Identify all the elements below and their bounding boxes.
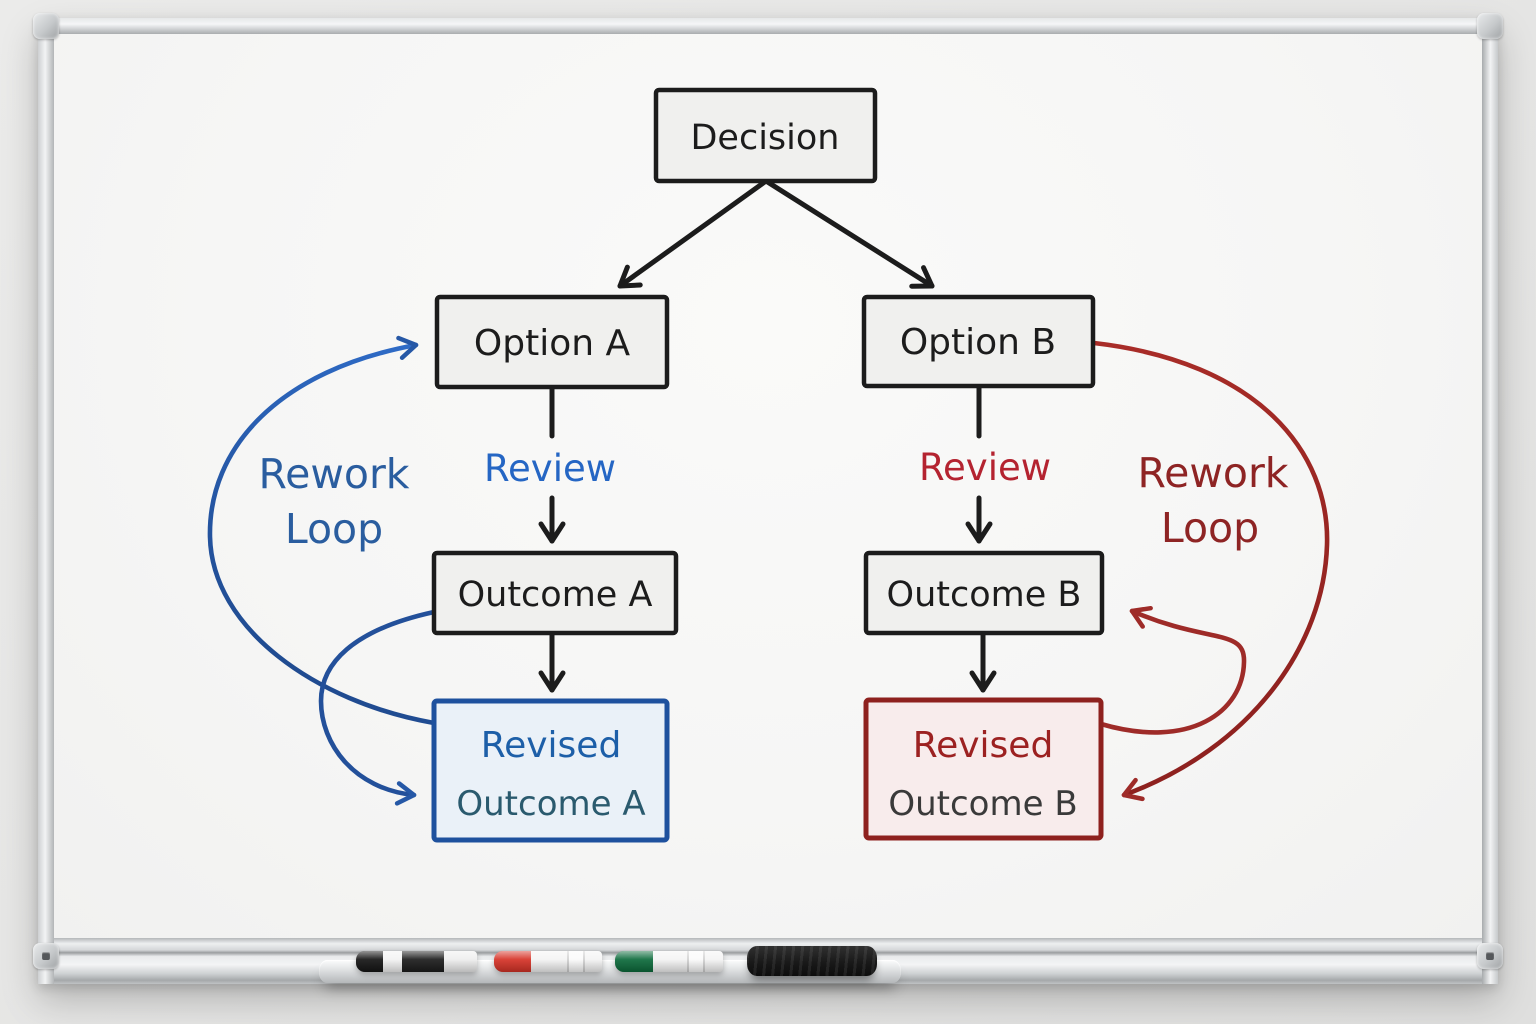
whiteboard [33,13,1503,984]
marker-shading [615,951,723,972]
frame-left [38,18,54,984]
frame-top [38,18,1498,34]
marker-shading [356,951,477,972]
board-eraser [747,946,877,976]
corner-cap-bottom-right [1477,943,1503,969]
frame-right [1482,18,1498,984]
green-marker [615,951,723,972]
corner-cap-bottom-left [33,943,59,969]
screw-icon [1486,952,1494,960]
corner-cap-top-left [33,13,59,39]
screw-icon [42,952,50,960]
red-marker [494,951,602,972]
marker-shading [494,951,602,972]
black-marker [356,951,477,972]
corner-cap-top-right [1477,13,1503,39]
board-surface [54,34,1482,938]
